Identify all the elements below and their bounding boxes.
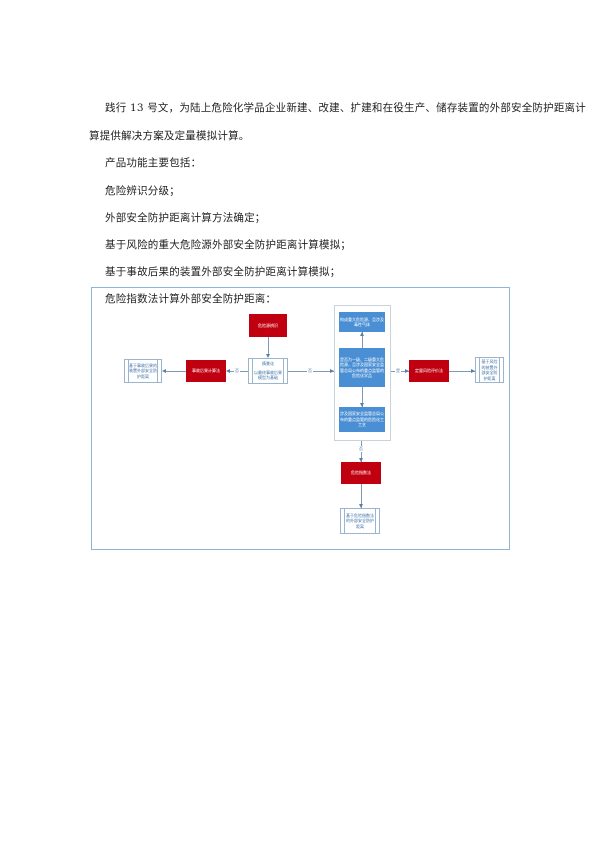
arrow-left-icon — [162, 369, 166, 373]
criteria-box-toxic-gas: 构成重大危险源、且涉及毒性气体 — [339, 312, 385, 332]
criteria-box-chemical-process: 涉及国家安全监管总局公布的重点监管的危险化工工艺 — [339, 407, 385, 432]
connector-index-to-result — [361, 484, 362, 508]
consequence-method-label: 事故后果计算法 — [192, 368, 220, 374]
paragraph-intro-line1: 践行 13 号文，为陆上危险化学品企业新建、改建、扩建和在役生产、储存装置的外部… — [105, 102, 586, 114]
hazard-identification-label: 危险源辨识 — [258, 322, 278, 328]
paragraph-features-heading: 产品功能主要包括： — [105, 157, 202, 169]
connector-hazard-to-scenario — [268, 337, 269, 356]
paragraph-feature-5: 危险指数法计算外部安全防护距离： — [105, 292, 277, 306]
arrow-down-icon — [359, 504, 363, 508]
arrow-down-icon — [266, 354, 270, 358]
index-result-label: 基于危险指数法的外部安全防护距离 — [346, 512, 374, 529]
qra-result-label: 基于风险的装置外部安全防护距离 — [481, 359, 498, 381]
edge-label-yes: 是 — [395, 368, 401, 374]
consequence-result-label: 基于事故后果的装置外部安全防护距离 — [129, 362, 157, 379]
index-result-box: 基于危险指数法的外部安全防护距离 — [340, 508, 380, 534]
scenario-title: 情景化 — [262, 361, 274, 367]
paragraph-feature-3: 基于风险的重大危险源外部安全防护距离计算模拟； — [105, 239, 352, 251]
edge-label-no: 否 — [307, 368, 313, 374]
hazard-identification-box: 危险源辨识 — [249, 314, 287, 337]
connector-qra-to-result — [449, 371, 475, 372]
paragraph-feature-2: 外部安全防护距离计算方法确定； — [105, 212, 266, 224]
criteria-chemical-process-label: 涉及国家安全监管总局公布的重点监管的危险化工工艺 — [340, 411, 384, 428]
paragraph-feature-1: 危险辨识分级； — [105, 185, 180, 197]
arrow-down-icon — [360, 403, 364, 407]
arrow-down-icon — [359, 458, 363, 462]
index-method-box: 危险指数法 — [341, 462, 381, 484]
scenario-body: 以最终事故后果模型为基础 — [254, 369, 282, 381]
arrow-up-icon — [360, 332, 364, 336]
index-method-label: 危险指数法 — [351, 470, 371, 476]
criteria-box-major-hazard: 是否为一级、二级重大危险源，且涉及国家安全监管总局公布的重点监管的危险化学品 — [339, 348, 385, 387]
consequence-method-box: 事故后果计算法 — [186, 360, 226, 382]
criteria-toxic-gas-label: 构成重大危险源、且涉及毒性气体 — [340, 316, 384, 328]
arrow-left-icon — [226, 369, 230, 373]
paragraph-feature-4: 基于事故后果的装置外部安全防护距离计算模拟； — [105, 266, 341, 278]
qra-method-box: 定量风险评价法 — [409, 360, 449, 382]
edge-label-no: 否 — [234, 368, 240, 374]
qra-method-label: 定量风险评价法 — [415, 368, 443, 374]
edge-label-no: 否 — [358, 446, 364, 452]
criteria-major-hazard-label: 是否为一级、二级重大危险源，且涉及国家安全监管总局公布的重点监管的危险化学品 — [340, 356, 384, 379]
qra-result-box: 基于风险的装置外部安全防护距离 — [475, 357, 504, 383]
arrow-right-icon — [471, 369, 475, 373]
connector-consequence-to-result — [164, 371, 186, 372]
scenario-box: 情景化 以最终事故后果模型为基础 — [248, 358, 288, 384]
arrow-right-icon — [330, 369, 334, 373]
arrow-right-icon — [405, 369, 409, 373]
paragraph-intro-line2: 算提供解决方案及定量模拟计算。 — [89, 130, 250, 142]
consequence-result-box: 基于事故后果的装置外部安全防护距离 — [124, 359, 162, 383]
flowchart-frame — [91, 287, 510, 550]
